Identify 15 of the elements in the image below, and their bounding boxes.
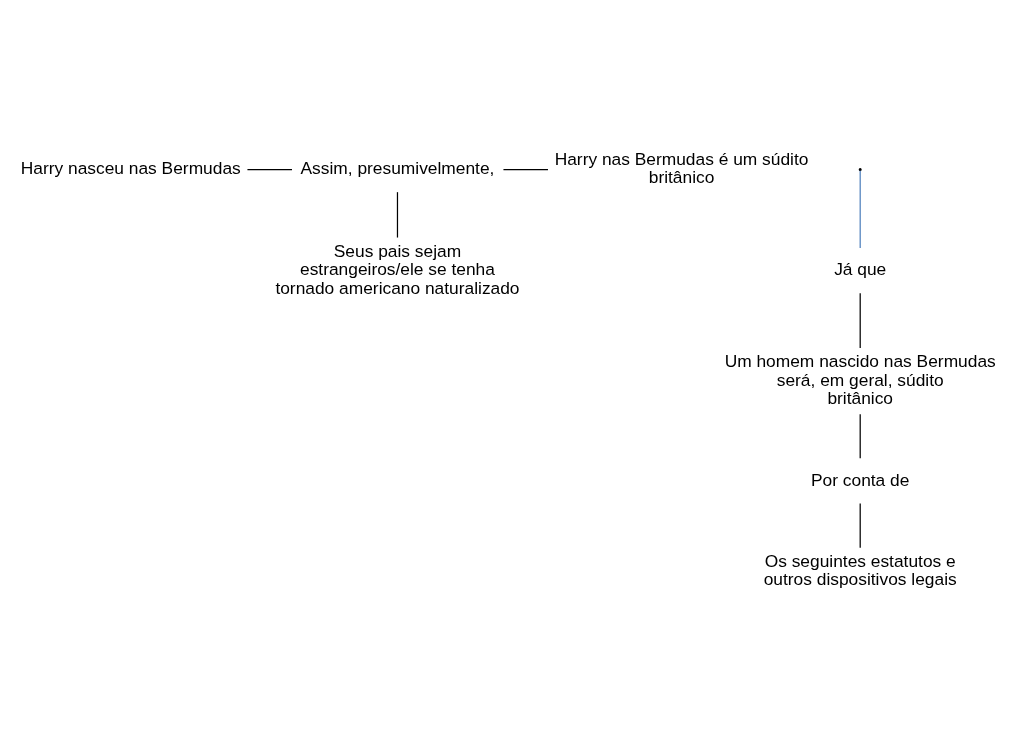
node-text: Harry nasceu nas Bermudas <box>20 157 241 178</box>
node-text: Por conta de <box>810 469 909 489</box>
node-text: Já que <box>833 258 886 279</box>
connector <box>246 168 293 170</box>
connector <box>859 502 861 548</box>
node-text: Harry nas Bermudas é um súdito britânico <box>554 148 808 187</box>
node-text: Assim, presumivelmente, <box>300 157 494 178</box>
connector <box>859 292 861 348</box>
connector <box>396 191 398 238</box>
connector <box>502 168 549 170</box>
node-text: Um homem nascido nas Bermudas será, em geral, súdito britânico <box>724 350 996 408</box>
connector <box>859 413 861 459</box>
connector <box>859 169 861 249</box>
node-text: Seus pais sejam estrangeiros/ele se tenha tornado americano naturalizado <box>274 240 520 298</box>
node-text: Os seguintes estatutos e outros dispositivos legais <box>763 550 957 589</box>
